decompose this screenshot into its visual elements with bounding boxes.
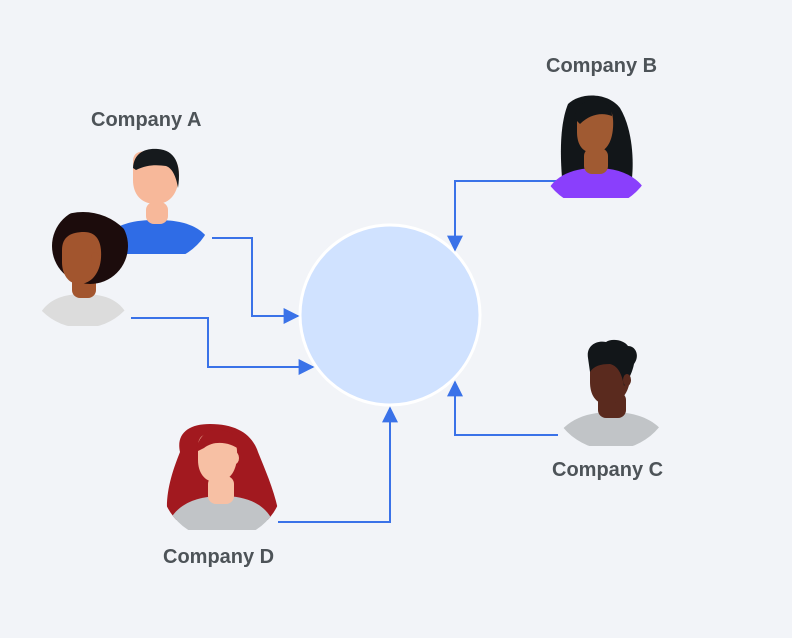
company-c-person-avatar-icon <box>553 339 670 446</box>
company-c-label: Company C <box>552 459 664 481</box>
company-b-person-avatar-icon <box>545 95 649 198</box>
connector-company-d <box>278 406 398 523</box>
company-b-label: Company B <box>546 55 658 77</box>
company-a-label: Company A <box>91 109 202 131</box>
connectors <box>131 180 558 523</box>
company-a-person-2-avatar-icon <box>35 212 132 326</box>
connector-company-a-top <box>212 237 300 324</box>
central-hub <box>298 223 482 407</box>
company-d-label: Company D <box>163 546 275 568</box>
connector-company-c <box>447 380 558 436</box>
connector-company-a-bottom <box>131 317 315 375</box>
connector-company-b <box>447 180 556 252</box>
company-d-person-avatar-icon <box>166 424 280 530</box>
